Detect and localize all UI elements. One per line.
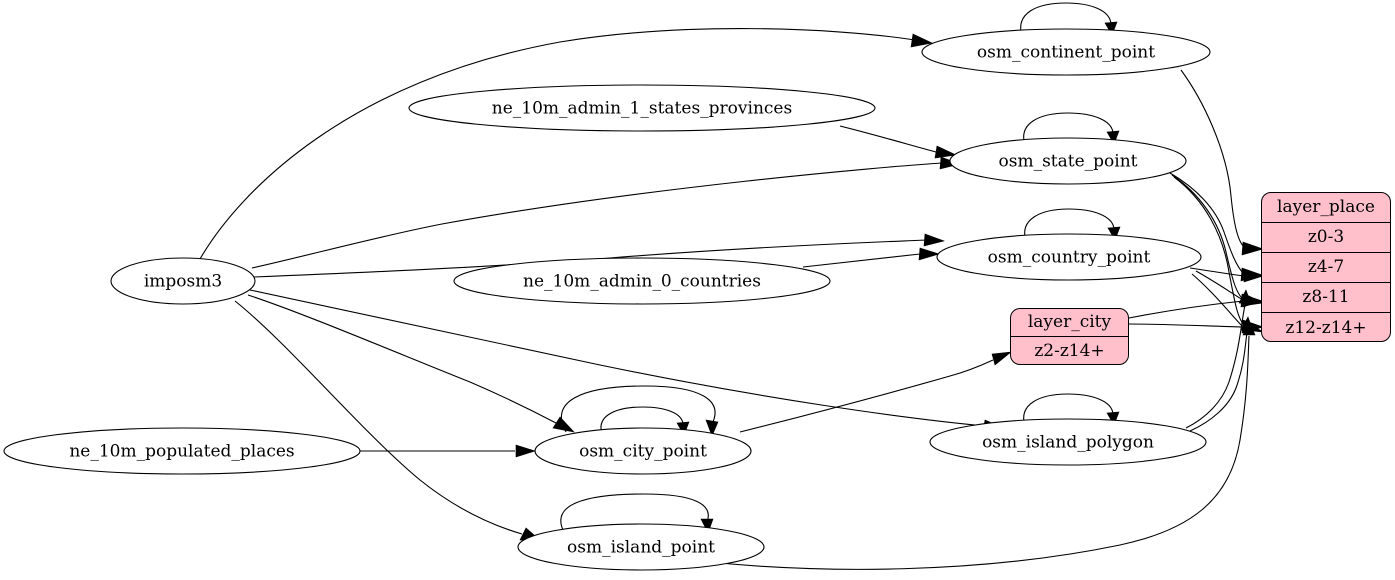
edge-self-loop-osm-state-point	[1023, 112, 1120, 146]
node-osm-city-point[interactable]: osm_city_point	[534, 427, 752, 475]
node-osm-state-point[interactable]: osm_state_point	[949, 137, 1187, 185]
node-osm-island-polygon-label: osm_island_polygon	[982, 433, 1154, 453]
edges-layer	[199, 2, 1264, 570]
node-ne-10m-admin-1-states-provinces[interactable]: ne_10m_admin_1_states_provinces	[408, 84, 876, 132]
edge-self-loop-osm-island-polygon	[1023, 393, 1120, 427]
node-imposm3-label: imposm3	[144, 272, 222, 292]
record-layer-city-row-z2-z14[interactable]: z2-z14+	[1034, 341, 1105, 361]
node-ne-populated-label: ne_10m_populated_places	[69, 442, 294, 462]
record-layer-place-row-z12-z14[interactable]: z12-z14+	[1285, 317, 1367, 338]
record-layer-place-row-z0-3[interactable]: z0-3	[1262, 223, 1390, 253]
node-osm-island-point[interactable]: osm_island_point	[517, 523, 765, 571]
record-layer-city-header: layer_city	[1011, 309, 1128, 337]
node-osm-island-point-label: osm_island_point	[567, 538, 715, 558]
edge-imposm3-to-osm-city-point	[247, 294, 575, 433]
record-layer-place-header: layer_place	[1262, 193, 1390, 223]
edge-self-loop-osm-city-point-outer	[560, 385, 719, 437]
record-layer-place-row-z8-11[interactable]: z8-11	[1262, 283, 1390, 313]
record-layer-place[interactable]: layer_place z0-3 z4-7 z8-11 z12-z14+	[1261, 192, 1391, 342]
edge-imposm3-to-osm-state-point	[251, 156, 962, 269]
node-osm-city-point-label: osm_city_point	[579, 442, 707, 462]
node-osm-continent-point-label: osm_continent_point	[977, 43, 1155, 63]
record-layer-city[interactable]: layer_city z2-z14+	[1010, 308, 1129, 365]
record-layer-place-row-z4-7[interactable]: z4-7	[1262, 253, 1390, 283]
edge-osm-continent-point-to-layer-place-z0-3	[1180, 69, 1264, 256]
edge-self-loop-osm-country-point	[1024, 208, 1121, 242]
edge-imposm3-to-osm-island-point	[234, 300, 542, 542]
node-osm-state-point-label: osm_state_point	[999, 152, 1138, 172]
node-osm-continent-point[interactable]: osm_continent_point	[921, 28, 1211, 76]
node-osm-country-point[interactable]: osm_country_point	[936, 233, 1202, 281]
edge-self-loop-osm-continent-point	[1020, 2, 1118, 37]
edge-ne-populated-to-osm-city-point	[360, 444, 536, 458]
edge-osm-state-point-to-layer-place-z8-11	[1171, 174, 1263, 308]
node-osm-country-point-label: osm_country_point	[988, 248, 1151, 268]
edge-self-loop-osm-island-point	[560, 493, 714, 534]
edge-imposm3-to-osm-island-polygon	[249, 289, 1006, 433]
node-osm-island-polygon[interactable]: osm_island_polygon	[929, 418, 1207, 466]
edge-imposm3-to-osm-continent-point	[199, 28, 933, 260]
node-imposm3[interactable]: imposm3	[110, 257, 256, 305]
edge-ne-countries-to-osm-country-point	[802, 247, 941, 268]
edge-osm-city-point-to-layer-city	[739, 351, 1012, 433]
node-ne-states-label: ne_10m_admin_1_states_provinces	[492, 99, 792, 119]
edge-osm-island-polygon-to-layer-place-z8-11	[1185, 289, 1252, 429]
edge-osm-country-point-to-layer-place-z4-7	[1189, 267, 1264, 283]
node-ne-10m-admin-0-countries[interactable]: ne_10m_admin_0_countries	[453, 257, 831, 305]
edge-layer-city-to-layer-place-z8-11	[1128, 294, 1263, 319]
edge-ne-states-to-osm-state-point	[839, 125, 958, 159]
node-ne-countries-label: ne_10m_admin_0_countries	[523, 272, 761, 292]
node-ne-10m-populated-places[interactable]: ne_10m_populated_places	[3, 427, 361, 475]
edge-layer-city-to-layer-place-z12-z14	[1128, 320, 1263, 334]
nodes-layer: imposm3 ne_10m_admin_1_states_provinces …	[3, 28, 1211, 571]
